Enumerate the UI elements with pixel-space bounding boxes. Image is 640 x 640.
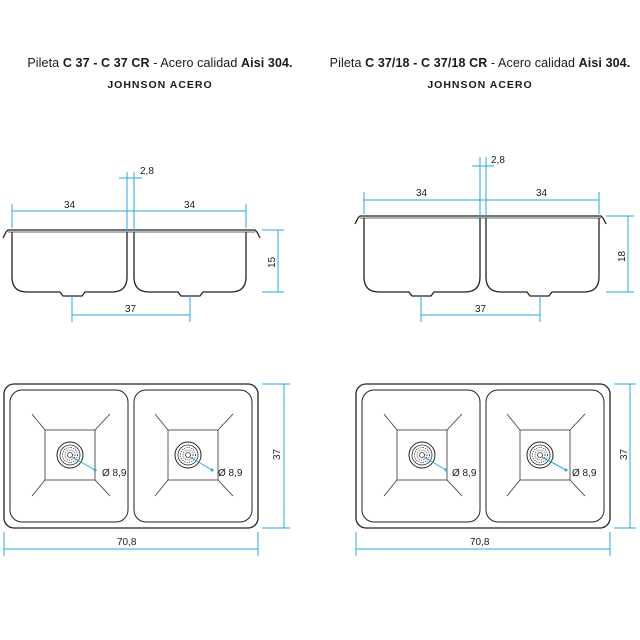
left-dim-drain-b: Ø 8,9 [218,468,243,479]
left-dim-height: 37 [272,448,283,460]
right-top-view: Ø 8,9 Ø 8,9 37 70,8 [355,383,636,556]
drain-strainer-icon [408,441,436,469]
right-title: Pileta C 37/18 - C 37/18 CR - Acero cali… [320,56,640,70]
right-dim-bowl-right: 34 [536,188,548,199]
left-dim-gap: 2,8 [140,166,154,177]
left-section-outline [2,229,261,297]
left-dim-drain-spacing: 37 [125,304,137,315]
right-bowl-b [485,389,605,523]
left-title: Pileta C 37 - C 37 CR - Acero calidad Ai… [0,56,320,70]
right-dim-bowl-left: 34 [416,188,428,199]
left-dim-drain-a: Ø 8,9 [102,468,127,479]
left-title-suffix: - Acero calidad [149,56,241,70]
right-product: 2,8 34 34 18 37 [354,155,636,556]
right-dim-depth: 18 [617,250,628,262]
right-brand: JOHNSON ACERO [427,79,533,91]
right-bowl-a [361,389,481,523]
left-title-material: Aisi 304. [241,56,293,70]
left-product: 2,8 34 34 15 37 [2,166,290,556]
left-bowl-b [133,389,253,523]
right-section-outline [354,215,607,297]
left-bowl-a [9,389,129,523]
right-title-suffix: - Acero calidad [487,56,579,70]
left-outer-frame [3,383,259,529]
left-title-model: C 37 - C 37 CR [62,56,150,70]
left-title-prefix: Pileta [27,56,63,70]
drain-strainer-icon [526,441,554,469]
right-outer-frame [355,383,611,529]
right-section-view: 2,8 34 34 18 37 [354,155,634,322]
right-title-model: C 37/18 - C 37/18 CR [365,56,488,70]
drain-strainer-icon [56,441,84,469]
left-section-view: 2,8 34 34 15 37 [2,166,284,322]
left-brand: JOHNSON ACERO [107,79,213,91]
left-dim-bowl-right: 34 [184,200,196,211]
right-dim-drain-b: Ø 8,9 [572,468,597,479]
right-dim-drain-a: Ø 8,9 [452,468,477,479]
left-dim-width: 70,8 [117,537,137,548]
right-dim-width: 70,8 [470,537,490,548]
right-dim-height: 37 [619,448,630,460]
drain-strainer-icon [174,441,202,469]
right-title-material: Aisi 304. [578,56,631,70]
right-title-prefix: Pileta [329,56,366,70]
left-dim-bowl-left: 34 [64,200,76,211]
left-dim-depth: 15 [267,256,278,268]
right-dim-gap: 2,8 [491,155,505,166]
left-top-view: Ø 8,9 Ø 8,9 37 70,8 [3,383,290,556]
right-dim-drain-spacing: 37 [475,304,487,315]
